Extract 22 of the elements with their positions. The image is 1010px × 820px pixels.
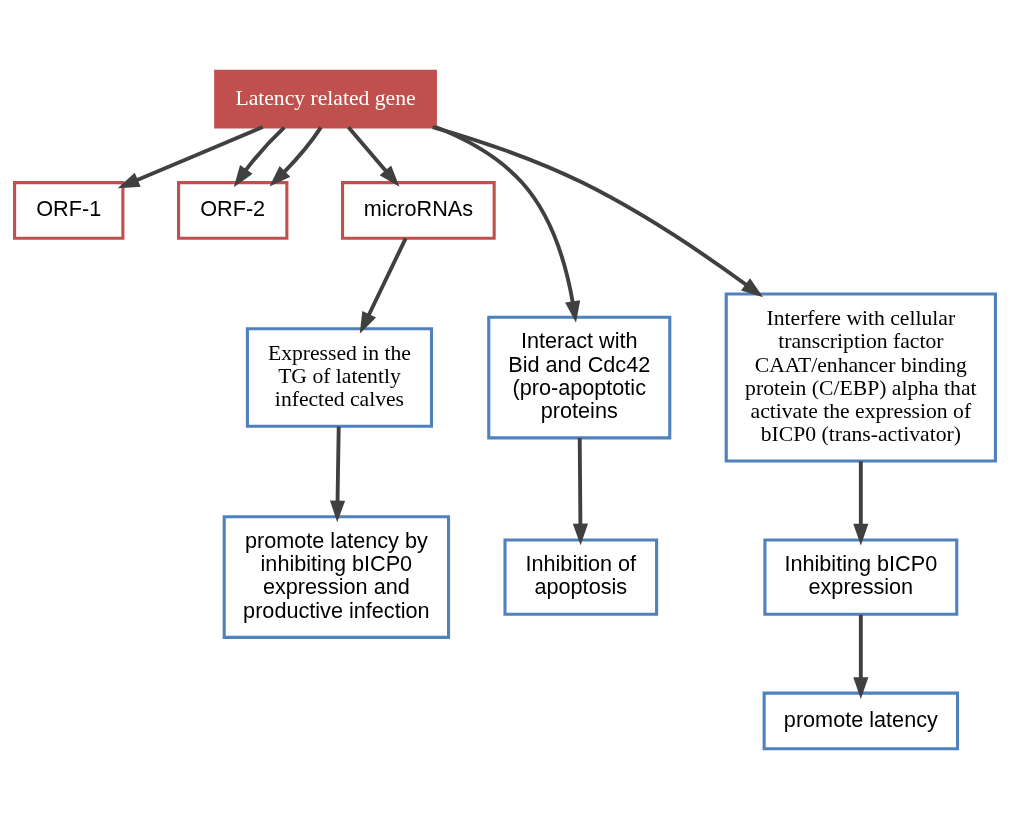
- arrow: [329, 426, 346, 523]
- arrow: [359, 237, 408, 334]
- node-box: Interact with Bid and Cdc42 (pro-apoptotic proteins: [487, 315, 672, 440]
- arrow: [347, 126, 400, 187]
- node-box: promote latency: [762, 691, 960, 751]
- node-box: Expressed in the TG of latently infected calves: [245, 327, 434, 428]
- node-box: promote latency by inhibiting bICP0 expression and productive infection: [222, 515, 451, 639]
- arrow: [572, 438, 588, 546]
- arrow: [853, 461, 869, 546]
- arrow: [434, 125, 581, 323]
- node-box: Inhibiting bICP0 expression: [763, 538, 959, 616]
- arrow: [117, 125, 264, 189]
- node-box: microRNAs: [341, 181, 496, 240]
- node-box: Interfere with cellular transcription factor CAAT/enhancer binding protein (C/EBP) alpha that activate the expression of bICP0 (trans-activator): [724, 292, 997, 463]
- node-box: Inhibition of apoptosis: [503, 538, 659, 616]
- arrow: [233, 125, 286, 188]
- arrow: [432, 125, 764, 298]
- node-box: Latency related gene: [214, 69, 437, 129]
- node-box: ORF-1: [13, 181, 125, 240]
- node-box: ORF-2: [177, 181, 289, 240]
- arrow: [853, 614, 869, 699]
- arrow: [269, 126, 323, 187]
